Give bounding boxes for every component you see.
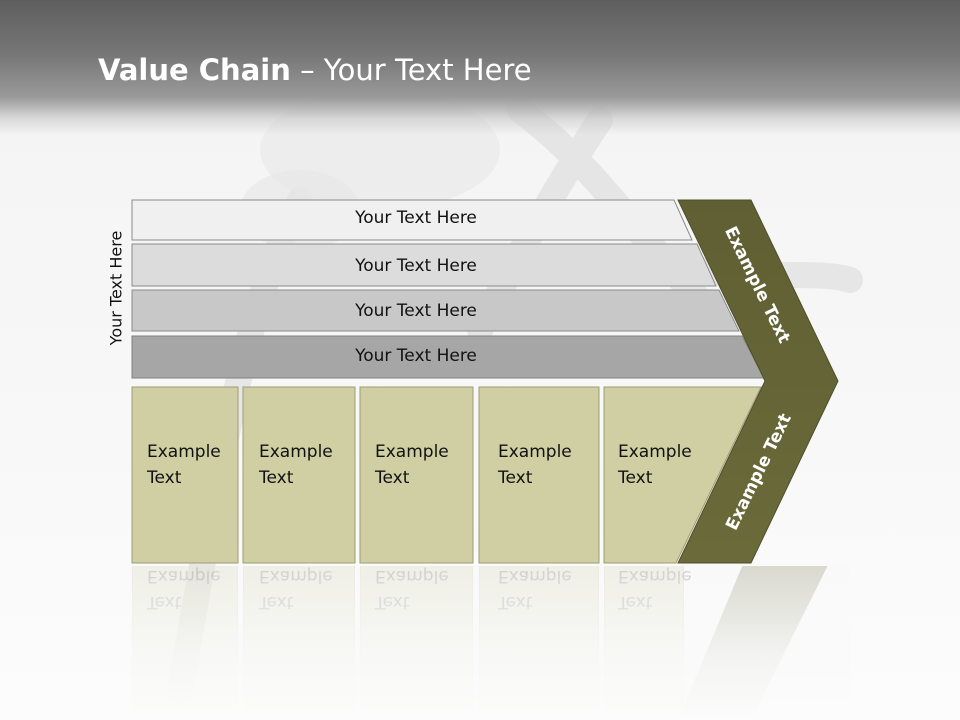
title-rest: – Your Text Here	[290, 53, 532, 87]
bar-2	[131, 243, 717, 287]
title-bold: Value Chain	[98, 53, 291, 87]
bar-label-4: Your Text Here	[355, 346, 477, 366]
bar-label-2: Your Text Here	[355, 256, 477, 276]
title-banner	[0, 0, 960, 135]
bar-label-3: Your Text Here	[355, 301, 477, 321]
bar-label-1: Your Text Here	[355, 208, 477, 228]
box-1	[131, 386, 239, 564]
slide-title: Value Chain – Your Text Here	[98, 53, 532, 87]
side-label: Your Text Here	[106, 230, 126, 346]
box-4	[478, 386, 600, 564]
bar-3	[131, 289, 740, 332]
box-2	[242, 386, 356, 564]
margin-chevron	[677, 199, 839, 564]
box-5	[603, 386, 762, 564]
bar-1	[131, 199, 693, 241]
box-3	[359, 386, 474, 564]
